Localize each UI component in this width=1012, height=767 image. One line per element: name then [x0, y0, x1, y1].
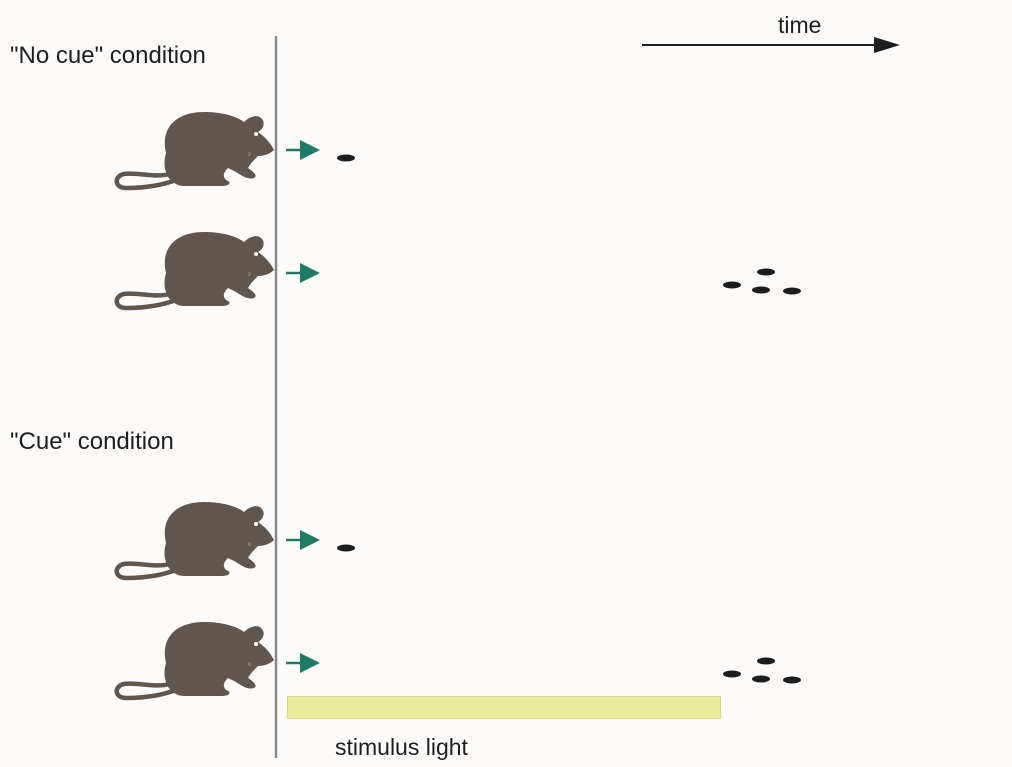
food-pellet-icon — [723, 670, 741, 678]
cue-trial-1 — [117, 502, 355, 578]
lever-icon — [245, 270, 254, 278]
food-pellet-icon — [752, 675, 770, 683]
arrow-right-icon — [284, 651, 322, 675]
cue-trial-2 — [117, 622, 801, 698]
food-pellet-icon — [757, 268, 775, 276]
food-pellet-icon — [337, 544, 355, 552]
food-pellet-icon — [783, 676, 801, 684]
arrow-right-icon — [284, 528, 322, 552]
arrow-right-icon — [284, 138, 322, 162]
stimulus-light-label: stimulus light — [335, 734, 468, 760]
time-label: time — [778, 12, 822, 38]
cue-condition-label: "Cue" condition — [10, 428, 174, 455]
food-pellet-icon — [752, 286, 770, 294]
lever-icon — [245, 540, 254, 548]
no-cue-trial-1 — [117, 112, 355, 188]
arrow-right-icon — [284, 261, 322, 285]
no-cue-condition-label: "No cue" condition — [10, 42, 206, 69]
food-pellet-icon — [757, 657, 775, 665]
food-pellet-icon — [723, 281, 741, 289]
lever-icon — [245, 660, 254, 668]
stimulus-light-bar — [287, 696, 721, 719]
time-arrow — [642, 37, 900, 53]
no-cue-trial-2 — [117, 232, 801, 308]
food-pellet-icon — [337, 154, 355, 162]
food-pellet-icon — [783, 287, 801, 295]
lever-icon — [245, 150, 254, 158]
